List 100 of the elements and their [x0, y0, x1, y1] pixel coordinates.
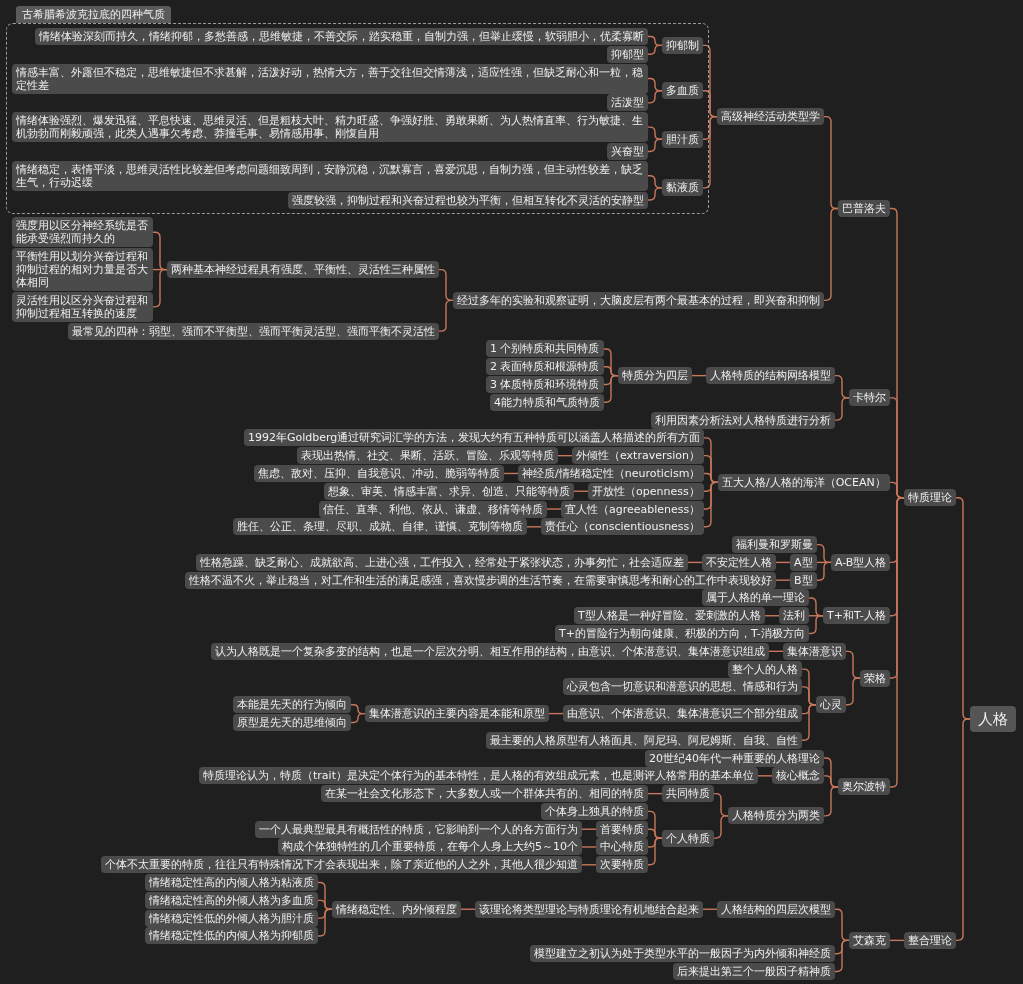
- connector-line: [647, 187, 663, 201]
- connector-line: [546, 508, 562, 510]
- topic-box: 高级神经活动类型学: [717, 108, 824, 126]
- topic-box: 最主要的人格原型有人格面具、阿尼玛、阿尼姆斯、自我、自性: [486, 731, 802, 749]
- topic-box: 构成个体独特性的几个重要特质，在每个人身上大约5～10个: [278, 838, 582, 856]
- topic-box: 4能力特质和气质特质: [490, 393, 604, 411]
- topic-box: 心灵: [816, 696, 846, 714]
- topic-box: 特质分为四层: [618, 367, 692, 385]
- topic-box: 人格特质的结构网络模型: [706, 367, 835, 385]
- connector-line: [647, 44, 663, 55]
- topic-box: T+和T-人格: [823, 607, 890, 625]
- topic-box: 奥尔波特: [838, 778, 890, 796]
- topic-box: 不安定性人格: [702, 553, 776, 571]
- topic-box: 两种基本神经过程具有强度、平衡性、灵活性三种属性: [167, 261, 439, 279]
- connector-line: [834, 939, 850, 973]
- topic-box: 艾森克: [849, 931, 890, 949]
- topic-box: 情感丰富、外露但不稳定，思维敏捷但不求甚解，活泼好动，热情大方，善于交往但交情薄浅，适应性强，但缺乏耐心和一粒，稳定性差: [12, 63, 648, 94]
- topic-box: 情绪稳定性高的内倾人格为粘液质: [145, 874, 318, 892]
- topic-box: 由意识、个体潜意识、集体潜意识三个部分组成: [563, 705, 802, 723]
- topic-box: 人格结构的四层次模型: [717, 900, 835, 918]
- connector-line: [317, 881, 333, 910]
- topic-box: A型: [790, 553, 817, 571]
- topic-box: 强度较强，抑制过程和兴奋过程也较为平衡，但相互转化不灵活的安静型: [288, 191, 648, 209]
- topic-box: 胜任、公正、条理、尽职、成就、自律、谨慎、克制等物质: [233, 518, 527, 536]
- topic-box: T型人格是一种好冒险、爱刺激的人格: [574, 607, 765, 625]
- topic-box: 神经质/情绪稳定性（neuroticism）: [518, 464, 705, 482]
- topic-box: 认为人格既是一个复杂多变的结构，也是一个层次分明、相互作用的结构，由意识、个体潜意识、集体潜意识组成: [211, 642, 769, 660]
- topic-box: T+的冒险行为朝向健康、积极的方向，T-消极方向: [555, 625, 809, 643]
- connector-line: [816, 561, 832, 581]
- connector-line: [526, 526, 542, 528]
- topic-box: B型: [790, 571, 817, 589]
- topic-box: 利用因素分析法对人格特质进行分析: [651, 411, 835, 429]
- connector-line: [581, 846, 597, 848]
- topic-box: 特质理论认为，特质（trait）是决定个体行为的基本特性，是人格的有效组成元素，也是测评人格常用的基本单位: [199, 767, 758, 785]
- topic-box: 黏液质: [662, 179, 703, 197]
- topic-box: 模型建立之初认为处于类型水平的一般因子为内外倾和神经质: [530, 945, 835, 963]
- topic-box: 巴普洛夫: [838, 200, 890, 217]
- topic-box: 福利曼和罗斯曼: [732, 536, 817, 554]
- topic-box: 灵活性用以区分兴奋过程和抑制过程相互转换的速度: [12, 291, 153, 322]
- topic-box: 焦虑、敌对、压抑、自我意识、冲动、脆弱等特质: [254, 464, 504, 482]
- topic-box: 情绪稳定性低的外倾人格为胆汁质: [145, 909, 318, 927]
- topic-box: 共同特质: [662, 785, 714, 803]
- topic-box: 抑郁制: [662, 36, 703, 54]
- topic-box: 3 体质特质和环境特质: [486, 376, 604, 393]
- topic-box: 2 表面特质和根源特质: [486, 358, 604, 376]
- topic-box: 1 个别特质和共同特质: [486, 340, 604, 358]
- connector-line: [647, 90, 663, 104]
- topic-box: 心灵包含一切意识和潜意识的思想、情感和行为: [563, 678, 802, 696]
- topic-box: 责任心（conscientiousness）: [541, 518, 705, 536]
- topic-box: 想象、审美、情感丰富、求异、创造、只能等特质: [324, 482, 574, 500]
- topic-box: 整合理论: [904, 931, 956, 949]
- topic-box: 一个人最典型最具有概括性的特质，它影响到一个人的各方面行为: [255, 820, 582, 838]
- connector-line: [834, 397, 850, 421]
- topic-box: 原型是先天的思维倾向: [233, 713, 351, 731]
- topic-box: 开放性（openness）: [588, 482, 704, 500]
- topic-box: 该理论将类型理论与特质理论有机地结合起来: [475, 900, 703, 918]
- topic-box: 次要特质: [596, 856, 648, 874]
- topic-box: 强度用以区分神经系统是否能承受强烈而持久的: [12, 217, 153, 248]
- connector-line: [757, 775, 773, 777]
- topic-box: 人格特质分为两类: [728, 807, 824, 825]
- topic-box: 在某一社会文化形态下，大多数人或一个群体共有的、相同的特质: [321, 785, 648, 803]
- topic-box: 情绪稳定性高的外倾人格为多血质: [145, 891, 318, 909]
- topic-box: 集体潜意识: [783, 642, 846, 660]
- connector-line: [702, 115, 718, 189]
- connector-line: [350, 712, 366, 724]
- topic-box: 卡特尔: [849, 389, 890, 407]
- topic-box: 情绪体验深刻而持久，情绪抑郁，多愁善感，思维敏捷，不善交际，踏实稳重，自制力强，但举止缓慢，软弱胆小，优柔寡断: [35, 28, 648, 45]
- topic-box: 兴奋型: [607, 142, 648, 160]
- topic-box: 情绪稳定，表情平淡，思维灵活性比较差但考虑问题细致周到，安静沉稳，沉默寡言，喜爱沉思，自制力强，但主动性较差，缺乏生气，行动迟缓: [12, 160, 648, 191]
- connector-line: [775, 579, 791, 581]
- connector-line: [647, 138, 663, 153]
- connector-line: [845, 677, 861, 706]
- topic-box: 整个人的人格: [728, 660, 802, 678]
- topic-box: 个人特质: [662, 829, 714, 847]
- topic-box: 多血质: [662, 82, 703, 100]
- topic-box: 情绪体验强烈、爆发迅猛、平息快速、思维灵活、但是粗枝大叶、精力旺盛、争强好胜、勇敢果断、为人热情直率、行为敏捷、生机勃勃而刚毅顽强，此类人遇事欠考虑、莽撞毛事、易情感用事、刚愎自用: [12, 112, 648, 143]
- topic-box: 表现出热情、社交、果断、活跃、冒险、乐观等特质: [297, 447, 558, 465]
- topic-box: 中心特质: [596, 838, 648, 856]
- topic-box: 信任、直率、利他、依从、谦虚、移情等特质: [319, 500, 547, 518]
- topic-box: A-B型人格: [831, 553, 891, 571]
- topic-box: 核心概念: [772, 767, 824, 785]
- topic-box: 1992年Goldberg通过研究词汇学的方法，发现大约有五种特质可以涵盖人格描述的所有方面: [244, 429, 705, 447]
- group-title-tab: 古希腊希波克拉底的四种气质: [16, 6, 171, 23]
- topic-box: 宜人性（agreeableness）: [561, 500, 705, 518]
- topic-box: 特质理论: [904, 489, 956, 507]
- topic-box: 个体不太重要的特质，往往只有特殊情况下才会表现出来，除了亲近他的人之外，其他人很少知道: [101, 856, 582, 874]
- connector-line: [603, 374, 619, 403]
- connector-line: [317, 908, 333, 937]
- topic-box: 集体潜意识的主要内容是本能和原型: [365, 705, 549, 723]
- topic-box: 荣格: [860, 669, 890, 687]
- connector-line: [703, 481, 719, 528]
- topic-box: 经过多年的实验和观察证明，大脑皮层有两个最基本的过程，即兴奋和抑制: [453, 291, 824, 309]
- topic-box: 抑郁型: [607, 45, 648, 63]
- topic-box: 情绪稳定性低的内倾人格为抑郁质: [145, 927, 318, 945]
- topic-box: 法利: [779, 607, 809, 625]
- topic-box: 平衡性用以划分兴奋过程和抑制过程的相对力量是否大体相同: [12, 248, 153, 292]
- connector-line: [808, 615, 824, 635]
- topic-box: 20世纪40年代一种重要的人格理论: [645, 749, 824, 767]
- topic-box: 情绪稳定性、内外倾程度: [332, 900, 461, 918]
- topic-box: 属于人格的单一理论: [702, 589, 809, 607]
